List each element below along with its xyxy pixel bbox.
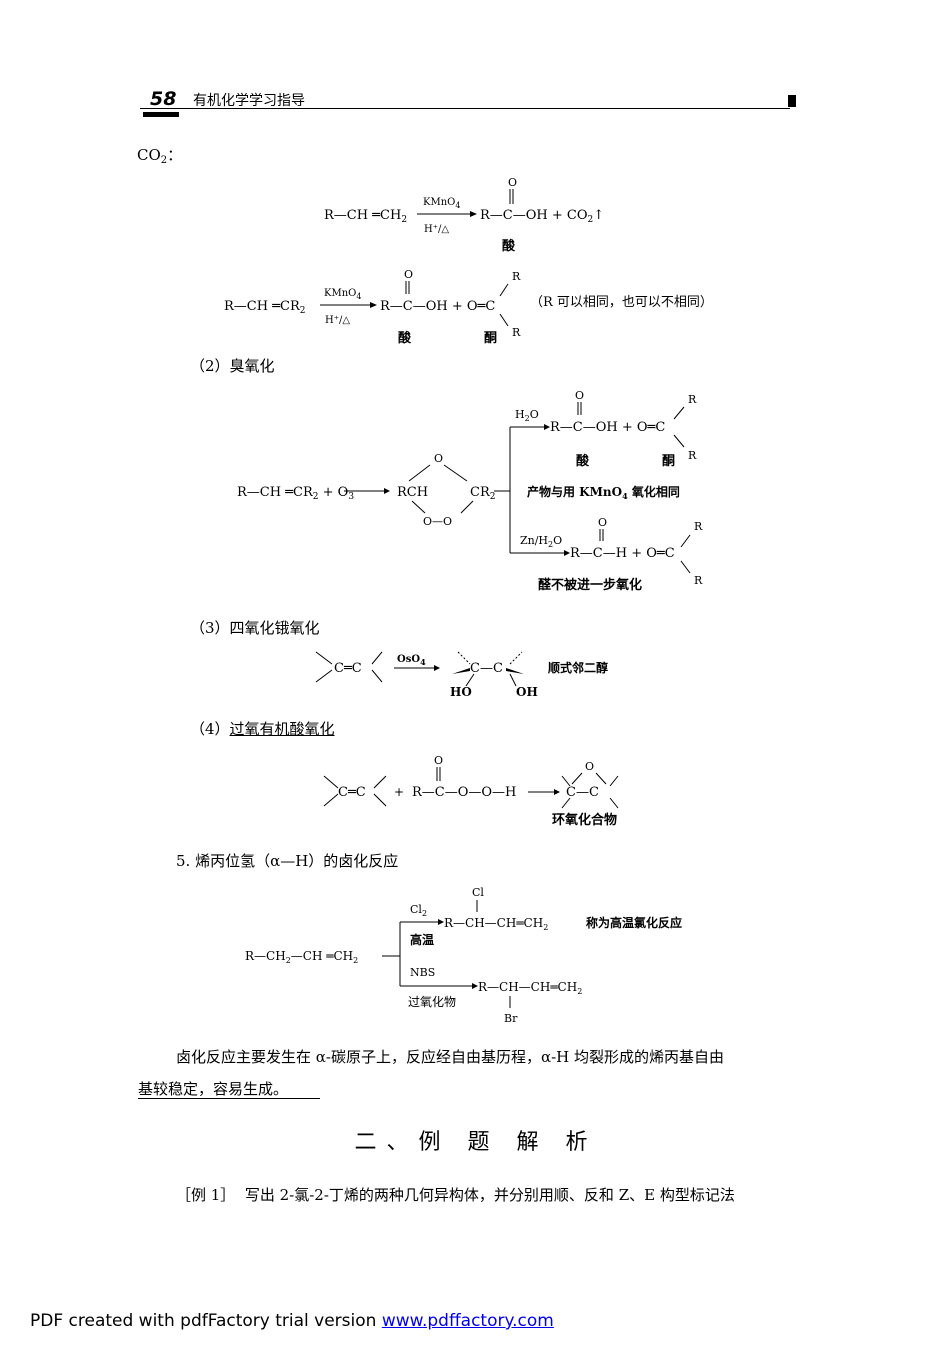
paragraph-underline: [138, 1098, 320, 1099]
oz-middle-text: 产物与用 KMnO4 氧化相同: [527, 484, 680, 501]
oz-oo: O—O: [423, 515, 452, 528]
footer-link[interactable]: www.pdffactory.com: [381, 1311, 554, 1331]
al-b1-cl: Cl: [472, 886, 484, 899]
ozonolysis-svg: O R H2O R—C—OH + O═C R 酸 酮 R—CH ═CR2 + O…: [237, 389, 703, 593]
oz-b1-o: O: [575, 389, 584, 402]
al-b1-product: R—CH—CH═CH2: [444, 916, 548, 932]
section-5-heading: 5. 烯丙位氢（α—H）的卤化反应: [176, 852, 399, 870]
eq1-reagent-top: KMnO4: [423, 197, 460, 210]
paragraph-line-2: 基较稳定，容易生成。: [138, 1080, 289, 1098]
al-b2-reagent: NBS: [410, 966, 435, 979]
allylic-scheme: Cl Cl2 R—CH—CH═CH2 称为高温氯化反应 高温 R—CH2—CH …: [240, 880, 720, 1034]
os-product: C—C: [470, 661, 503, 676]
os-note: 顺式邻二醇: [548, 660, 608, 675]
pdf-footer: PDF created with pdfFactory trial versio…: [30, 1311, 554, 1331]
osmium-scheme: C═C OsO4 C—C HO OH 顺式邻二醇: [310, 644, 660, 708]
eq2-reagent-bottom: H⁺/△: [325, 315, 350, 326]
al-b2-product: R—CH—CH═CH2: [478, 980, 582, 996]
book-title: 有机化学学习指导: [193, 93, 305, 109]
example-label: ［例 1］: [176, 1186, 236, 1204]
os-reagent: OsO4: [397, 654, 426, 667]
al-b1-reagent: Cl2: [410, 903, 427, 918]
section-4-heading: （4）过氧有机酸氧化: [190, 720, 335, 738]
eq1-product-name: 酸: [502, 238, 516, 254]
oz-b2-r-bottom: R: [694, 574, 703, 587]
equation-1-svg: O R—CH ═CH2 KMnO4 H⁺/△ R—C—OH + CO2↑ 酸: [324, 176, 604, 254]
os-reactant: C═C: [334, 661, 362, 676]
oz-right: CR2: [470, 485, 495, 502]
al-reactant: R—CH2—CH ═CH2: [245, 949, 358, 965]
eq1-product: R—C—OH + CO2↑: [480, 208, 604, 225]
per-product: C—C: [566, 785, 599, 800]
eq2-r-top: R: [512, 270, 521, 283]
footer-text: PDF created with pdfFactory trial versio…: [30, 1311, 382, 1331]
oz-b2-note: 醛不被进一步氧化: [538, 577, 642, 593]
oz-b1-r-top: R: [688, 393, 697, 406]
section-2-heading: （2）臭氧化: [190, 357, 275, 375]
example-1: ［例 1］ 写出 2-氯-2-丁烯的两种几何异构体，并分别用顺、反和 Z、E 构…: [176, 1184, 735, 1205]
oz-b1-product: R—C—OH + O═C: [550, 420, 665, 435]
oz-b2-product: R—C—H + O═C: [570, 546, 675, 561]
peracid-svg: C═C + O R—C—O—O—H O C—C 环氧化合物: [323, 754, 619, 828]
al-b1-cond: 高温: [410, 932, 434, 947]
equation-2-svg: O R R—CH ═CR2 KMnO4 H⁺/△ R—C—OH + O═C R …: [224, 268, 713, 346]
al-b1-note: 称为高温氯化反应: [586, 915, 682, 930]
eq2-ketone-name: 酮: [484, 331, 497, 346]
eq2-product: R—C—OH + O═C: [380, 299, 495, 314]
per-o: O: [434, 754, 443, 767]
equation-2: O R R—CH ═CR2 KMnO4 H⁺/△ R—C—OH + O═C R …: [222, 264, 742, 378]
os-oh: OH: [516, 685, 538, 699]
allylic-svg: Cl Cl2 R—CH—CH═CH2 称为高温氯化反应 高温 R—CH2—CH …: [245, 886, 682, 1025]
eq2-reactant: R—CH ═CR2: [224, 299, 306, 316]
eq1-reagent-bottom: H⁺/△: [424, 224, 449, 235]
co2-label: CO2：: [137, 146, 183, 166]
oz-b2-reagent: Zn/H2O: [520, 534, 562, 549]
section-title: 二、例 题 解 析: [354, 1130, 598, 1155]
eq2-reagent-top: KMnO4: [324, 288, 361, 301]
oz-o-top: O: [434, 452, 443, 465]
header-bar: [143, 112, 179, 117]
ozonolysis-scheme: O R H2O R—C—OH + O═C R 酸 酮 R—CH ═CR2 + O…: [232, 385, 732, 604]
eq1-o-label: O: [508, 176, 517, 189]
paragraph-line-1: 卤化反应主要发生在 α-碳原子上，反应经自由基历程，α-H 均裂形成的烯丙基自由: [176, 1048, 725, 1066]
oz-b1-acid: 酸: [576, 453, 590, 469]
per-peracid: R—C—O—O—H: [412, 785, 516, 800]
oz-reactant: R—CH ═CR2 + O3: [237, 485, 354, 502]
header-rule: [140, 108, 790, 109]
header-marker: [788, 95, 796, 107]
per-reactant: C═C: [338, 785, 366, 800]
section-3-heading: （3）四氧化锇氧化: [190, 619, 320, 637]
oz-left: RCH: [397, 485, 428, 500]
per-product-name: 环氧化合物: [552, 812, 617, 828]
os-ho: HO: [450, 685, 472, 699]
example-text: 写出 2-氯-2-丁烯的两种几何异构体，并分别用顺、反和 Z、E 构型标记法: [244, 1186, 735, 1204]
peracid-scheme: C═C + O R—C—O—O—H O C—C 环氧化合物: [318, 752, 648, 836]
oz-b1-r-bottom: R: [688, 449, 697, 462]
al-b2-cond: 过氧化物: [408, 995, 456, 1009]
eq2-acid-name: 酸: [398, 330, 412, 346]
oz-b1-ketone: 酮: [662, 454, 675, 469]
oz-b2-r-top: R: [694, 520, 703, 533]
eq2-note: （R 可以相同，也可以不相同）: [530, 295, 713, 310]
eq2-r-bottom: R: [512, 326, 521, 339]
equation-1: O R—CH ═CH2 KMnO4 H⁺/△ R—C—OH + CO2↑ 酸: [320, 172, 640, 266]
oz-b1-reagent: H2O: [515, 408, 539, 423]
osmium-svg: C═C OsO4 C—C HO OH 顺式邻二醇: [315, 651, 608, 699]
eq2-o-label: O: [404, 268, 413, 281]
per-plus: +: [394, 785, 404, 799]
oz-b2-o: O: [598, 516, 607, 529]
per-epoxide-o: O: [585, 760, 594, 773]
al-b2-br: Br: [504, 1012, 518, 1025]
page-number: 58: [150, 88, 177, 110]
eq1-reactant: R—CH ═CH2: [324, 208, 407, 225]
